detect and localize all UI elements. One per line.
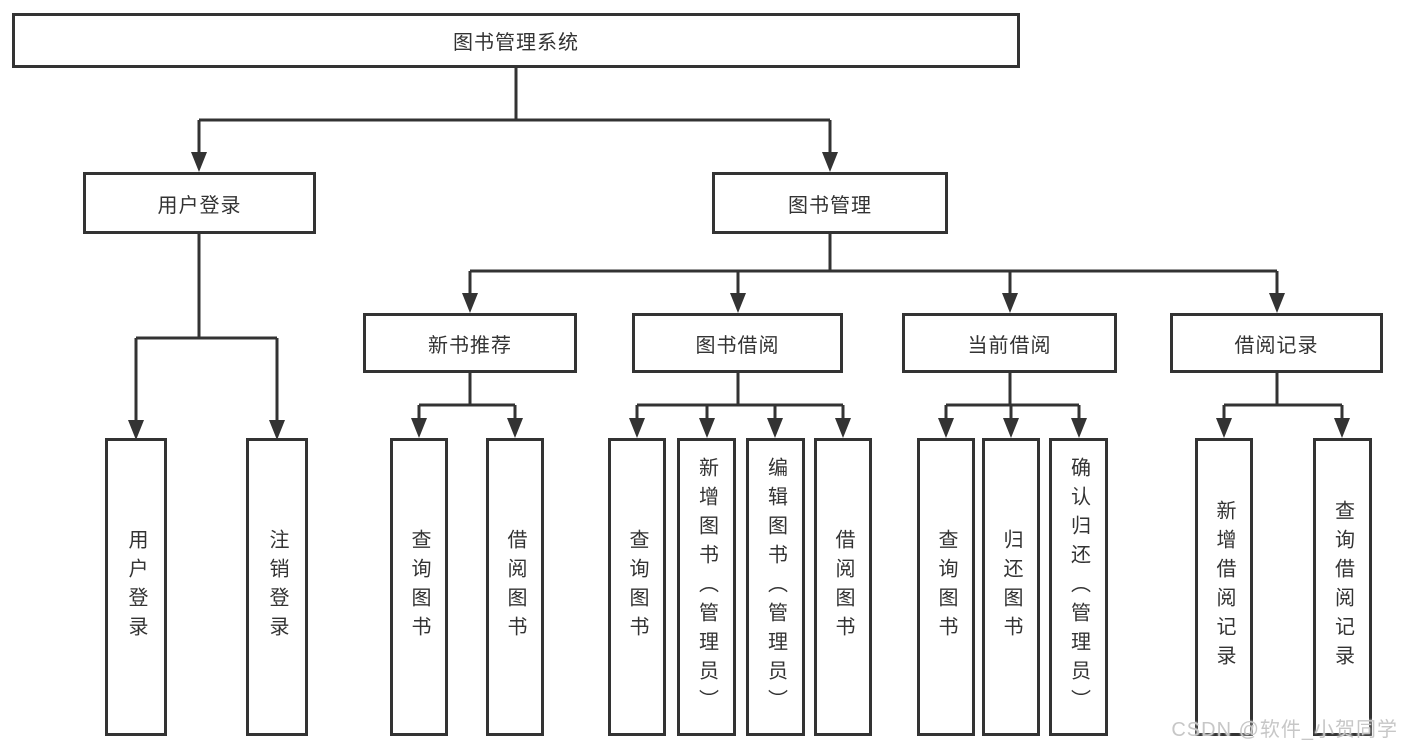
leaf-borrow-book-1: 借阅图书 — [486, 438, 544, 736]
leaf-edit-book-admin: 编辑图书（管理员） — [746, 438, 805, 736]
leaf-add-borrow-record: 新增借阅记录 — [1195, 438, 1253, 736]
leaf-query-book-1: 查询图书 — [390, 438, 448, 736]
leaf-borrow-book-2: 借阅图书 — [814, 438, 872, 736]
leaf-confirm-return-admin: 确认归还（管理员） — [1049, 438, 1108, 736]
leaf-query-book-2: 查询图书 — [608, 438, 666, 736]
node-library-system: 图书管理系统 — [12, 13, 1020, 68]
node-book-management: 图书管理 — [712, 172, 948, 234]
leaf-add-book-admin: 新增图书（管理员） — [677, 438, 736, 736]
node-current-borrowing: 当前借阅 — [902, 313, 1117, 373]
leaf-user-login: 用户登录 — [105, 438, 167, 736]
leaf-logout: 注销登录 — [246, 438, 308, 736]
node-user-login: 用户登录 — [83, 172, 316, 234]
leaf-return-book: 归还图书 — [982, 438, 1040, 736]
node-new-book-recommend: 新书推荐 — [363, 313, 577, 373]
node-borrowing-records: 借阅记录 — [1170, 313, 1383, 373]
leaf-query-book-3: 查询图书 — [917, 438, 975, 736]
watermark: CSDN @软件_小贺同学 — [1171, 719, 1398, 741]
node-book-borrowing: 图书借阅 — [632, 313, 843, 373]
leaf-query-borrow-record: 查询借阅记录 — [1313, 438, 1372, 736]
